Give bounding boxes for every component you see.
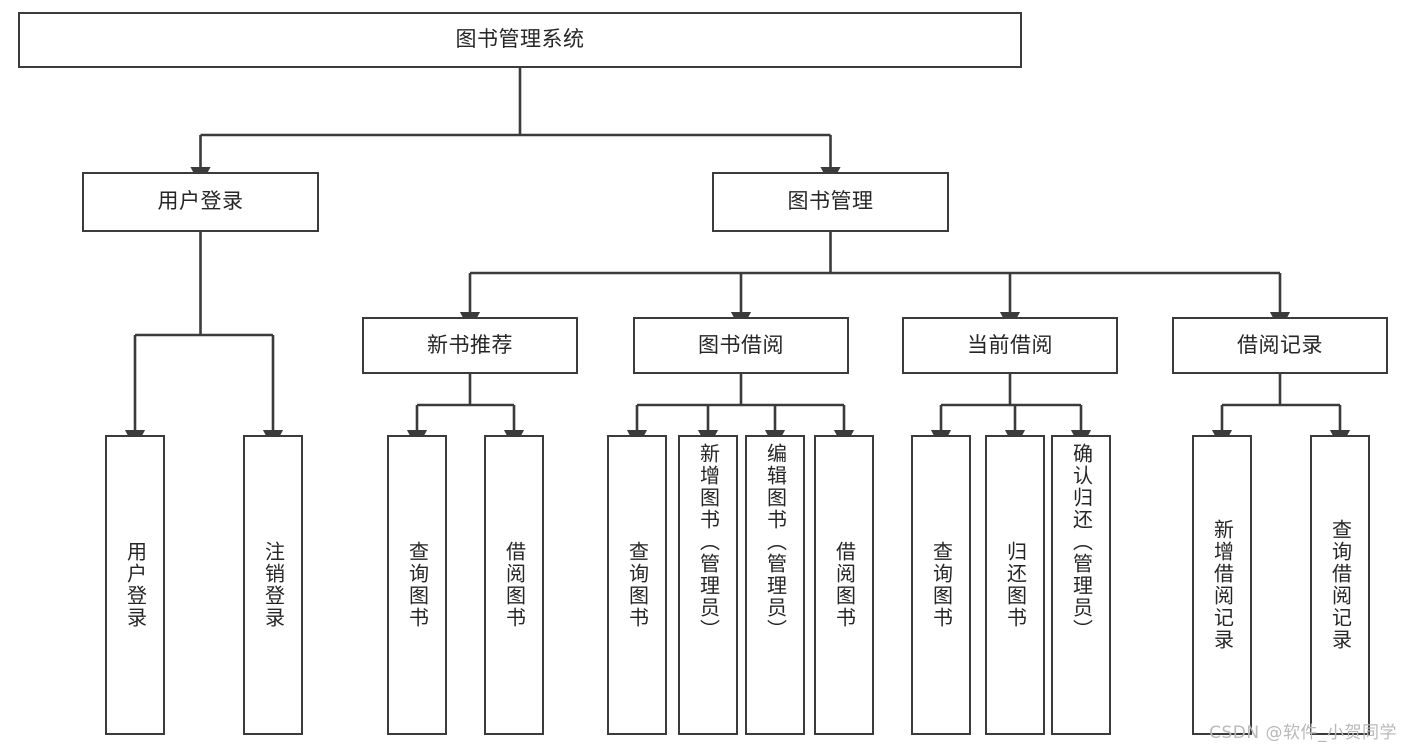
node-root[interactable]: 图书管理系统 xyxy=(18,12,1022,68)
node-label: 用户登录 xyxy=(157,189,244,214)
node-leaf-cb-confirm-return[interactable]: 确认归还（管理员） xyxy=(1051,435,1111,735)
node-leaf-cb-query-book[interactable]: 查询图书 xyxy=(911,435,971,735)
node-label: 查询借阅记录 xyxy=(1328,519,1353,651)
node-label: 图书管理系统 xyxy=(455,27,585,52)
node-current-borrow[interactable]: 当前借阅 xyxy=(902,317,1118,374)
node-leaf-rec-query-book[interactable]: 查询图书 xyxy=(387,435,447,735)
watermark-label: CSDN @软件_小贺同学 xyxy=(1209,723,1397,743)
node-label: 当前借阅 xyxy=(967,332,1053,357)
node-book-manage[interactable]: 图书管理 xyxy=(712,172,949,232)
node-leaf-br-query-record[interactable]: 查询借阅记录 xyxy=(1310,435,1370,735)
node-label: 图书管理 xyxy=(787,189,874,214)
node-label: 查询图书 xyxy=(929,541,954,629)
node-label: 编辑图书（管理员） xyxy=(763,443,788,641)
node-label: 查询图书 xyxy=(625,541,650,629)
node-label: 归还图书 xyxy=(1003,541,1028,629)
node-leaf-br-add-record[interactable]: 新增借阅记录 xyxy=(1192,435,1252,735)
node-user-login[interactable]: 用户登录 xyxy=(82,172,319,232)
node-book-borrow[interactable]: 图书借阅 xyxy=(633,317,849,374)
node-borrow-record[interactable]: 借阅记录 xyxy=(1172,317,1388,374)
node-leaf-rec-borrow-book[interactable]: 借阅图书 xyxy=(484,435,544,735)
node-label: 注销登录 xyxy=(261,541,286,629)
node-leaf-cb-return-book[interactable]: 归还图书 xyxy=(985,435,1045,735)
node-leaf-bb-borrow-book[interactable]: 借阅图书 xyxy=(814,435,874,735)
node-label: 查询图书 xyxy=(405,541,430,629)
node-label: 确认归还（管理员） xyxy=(1069,443,1094,641)
node-label: 新增图书（管理员） xyxy=(696,443,721,641)
node-label: 借阅图书 xyxy=(502,541,527,629)
node-label: 用户登录 xyxy=(123,541,148,629)
node-label: 新书推荐 xyxy=(427,332,513,357)
node-leaf-bb-edit-book[interactable]: 编辑图书（管理员） xyxy=(745,435,805,735)
node-leaf-user-login[interactable]: 用户登录 xyxy=(105,435,165,735)
node-label: 借阅图书 xyxy=(832,541,857,629)
node-leaf-bb-query-book[interactable]: 查询图书 xyxy=(607,435,667,735)
node-new-book-rec[interactable]: 新书推荐 xyxy=(362,317,578,374)
node-leaf-bb-add-book[interactable]: 新增图书（管理员） xyxy=(678,435,738,735)
node-label: 借阅记录 xyxy=(1237,332,1323,357)
node-label: 图书借阅 xyxy=(698,332,784,357)
node-label: 新增借阅记录 xyxy=(1210,519,1235,651)
node-leaf-user-logout[interactable]: 注销登录 xyxy=(243,435,303,735)
